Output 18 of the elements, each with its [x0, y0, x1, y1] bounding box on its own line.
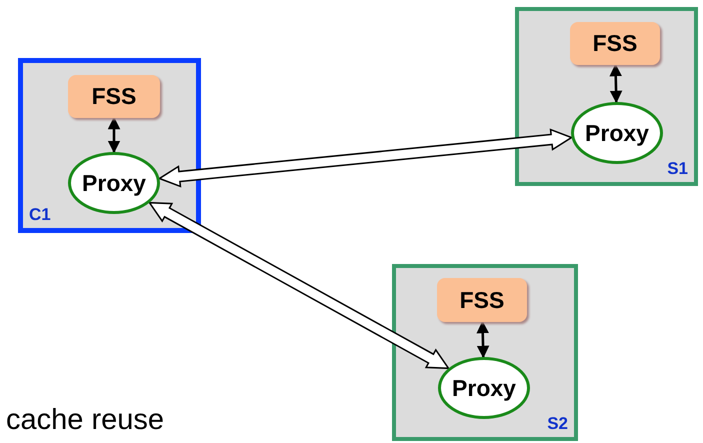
site-panel	[392, 264, 578, 441]
site-panel	[18, 58, 201, 233]
arrow	[609, 64, 622, 104]
proxy-ellipse: Proxy	[68, 152, 160, 214]
arrow	[108, 116, 120, 154]
note-text: cache reuse	[6, 404, 164, 437]
site-label: C1	[29, 205, 51, 225]
proxy-ellipse: Proxy	[571, 102, 663, 164]
site-panel	[515, 7, 698, 186]
fss-box: FSS	[437, 278, 527, 322]
hollow-double-arrow	[158, 128, 574, 188]
arrow	[476, 320, 490, 358]
site-label: S2	[547, 414, 568, 434]
site-label: S1	[667, 159, 688, 179]
proxy-ellipse: Proxy	[438, 357, 530, 419]
fss-box: FSS	[570, 22, 660, 65]
fss-box: FSS	[68, 75, 160, 118]
hollow-double-arrow	[148, 202, 450, 370]
